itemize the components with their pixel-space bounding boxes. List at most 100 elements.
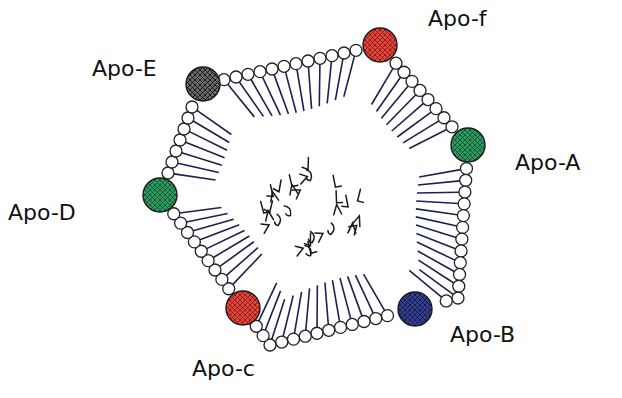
lipid-tail	[348, 276, 362, 315]
apolipoproteins	[143, 28, 485, 326]
phospholipid-head	[174, 134, 186, 146]
phospholipid-head	[335, 321, 347, 333]
apolipoprotein-label: Apo-c	[192, 356, 255, 382]
phospholipid-head	[254, 66, 266, 78]
lipid-tail	[316, 285, 318, 327]
lipid-tail	[418, 260, 453, 283]
phospholipid-head	[458, 198, 470, 210]
core-lipid	[288, 184, 298, 195]
phospholipid-head	[452, 292, 464, 304]
phospholipid-head	[382, 310, 394, 322]
phospholipid-head	[440, 295, 452, 307]
core-lipid	[333, 204, 342, 215]
phospholipid-head	[456, 233, 468, 245]
phospholipid-head	[278, 60, 290, 72]
lipid-tail	[417, 242, 455, 260]
phospholipid-head	[370, 313, 382, 325]
lipid-tail	[344, 56, 355, 97]
phospholipid-head	[350, 44, 362, 56]
core-lipids	[260, 157, 366, 257]
core-lipid	[308, 231, 315, 243]
phospholipid-head	[358, 316, 370, 328]
lipid-tail	[265, 291, 280, 330]
phospholipid-head	[460, 174, 472, 186]
core-lipid	[283, 205, 292, 217]
lipid-tail	[327, 62, 331, 104]
core-lipid	[333, 174, 341, 187]
lipid-tail	[308, 67, 311, 109]
core-lipid	[293, 246, 303, 257]
core-lipid	[352, 215, 363, 227]
apolipoprotein-label-box: Apo-c	[192, 356, 255, 382]
phospholipid-head	[266, 63, 278, 75]
phospholipid-head	[326, 50, 338, 62]
lipid-tails	[174, 56, 461, 339]
core-lipid	[327, 223, 336, 235]
lipid-tail	[197, 110, 231, 134]
core-lipid	[358, 189, 367, 202]
lipid-tail	[417, 191, 459, 193]
lipid-tail	[332, 280, 339, 321]
lipid-tail	[386, 95, 415, 125]
core-lipid	[274, 214, 281, 226]
lipid-tail	[295, 292, 302, 333]
lipid-tail	[403, 121, 439, 143]
phospholipid-head	[170, 145, 182, 157]
phospholipid-head	[454, 268, 466, 280]
lipid-tail	[318, 64, 320, 106]
lipid-tail	[364, 274, 385, 310]
lipid-tail	[189, 132, 227, 151]
lipid-tail	[239, 82, 263, 116]
apolipoprotein	[398, 292, 432, 326]
apolipoprotein-label: Apo-E	[92, 56, 157, 82]
lipid-tail	[226, 248, 258, 276]
phospholipid-head	[276, 336, 288, 348]
core-lipid	[315, 233, 323, 242]
lipid-tail	[187, 213, 228, 221]
phospholipid-head	[288, 333, 300, 345]
lipid-tail	[335, 59, 343, 100]
apolipoprotein-label-box: Apo-f	[428, 6, 487, 32]
apolipoprotein-label-box: Apo-D	[8, 200, 76, 226]
phospholipid-head	[290, 58, 302, 70]
phospholipid-head	[242, 68, 254, 80]
core-lipid	[349, 225, 358, 235]
core-lipid	[268, 190, 278, 202]
apolipoprotein-label: Apo-f	[428, 6, 487, 32]
lipid-tail	[193, 121, 229, 142]
phospholipid-head	[178, 123, 190, 135]
phospholipid-head	[302, 55, 314, 67]
phospholipid-head	[311, 327, 323, 339]
apolipoprotein-label: Apo-A	[515, 150, 580, 176]
lipid-tail	[416, 233, 455, 248]
phospholipid-head	[323, 324, 335, 336]
phospholipid-head	[460, 163, 472, 175]
phospholipid-head	[457, 210, 469, 222]
lipid-tail	[213, 236, 249, 258]
lipid-tail	[297, 70, 304, 111]
lipid-tail	[306, 288, 310, 330]
apolipoprotein-label-box: Apo-A	[515, 150, 580, 176]
phospholipid-head	[299, 330, 311, 342]
lipid-tail	[207, 230, 245, 248]
apolipoprotein	[186, 67, 220, 101]
phospholipid-head	[314, 52, 326, 64]
phospholipid-head	[457, 221, 469, 233]
lipid-tail	[397, 112, 431, 137]
lipid-tail	[376, 77, 400, 111]
apolipoprotein	[143, 178, 177, 212]
lipid-tail	[286, 72, 297, 113]
core-lipid	[297, 174, 307, 185]
lipid-tail	[259, 283, 277, 321]
phospholipid-head	[162, 167, 174, 179]
phospholipid-heads	[162, 44, 472, 351]
apolipoprotein	[363, 28, 397, 62]
lipid-tail	[178, 163, 219, 172]
apolipoprotein-label: Apo-B	[450, 322, 515, 348]
lipid-tail	[409, 130, 446, 149]
lipid-tail	[274, 75, 288, 114]
phospholipid-head	[453, 280, 465, 292]
core-lipid	[264, 210, 273, 221]
lipid-tail	[325, 282, 328, 324]
lipid-tail	[418, 181, 460, 185]
